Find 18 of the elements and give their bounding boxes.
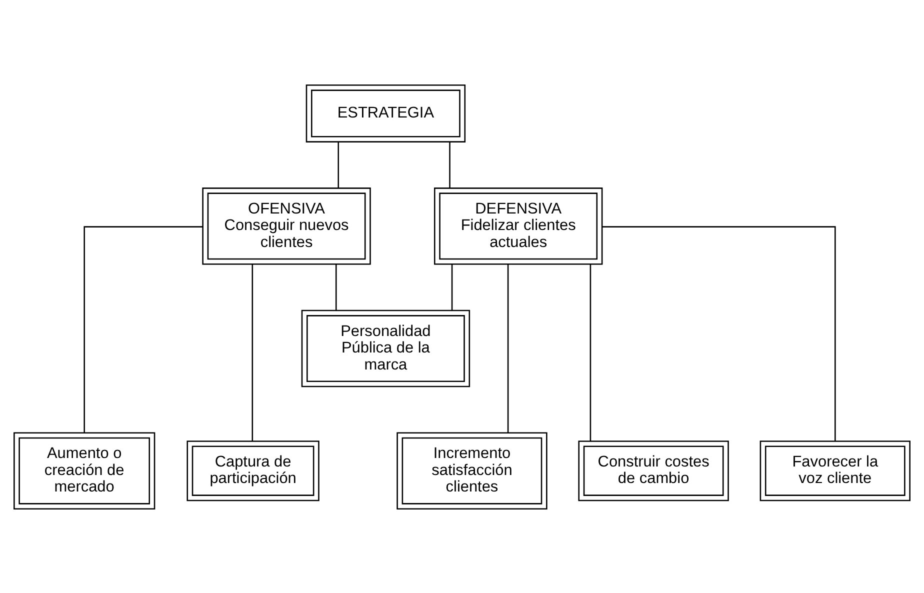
- node-box: Favorecer la voz cliente: [760, 440, 910, 501]
- node-box: Captura de participación: [186, 440, 320, 501]
- node-box: DEFENSIVA Fidelizar clientes actuales: [434, 187, 603, 264]
- connector: [252, 264, 254, 440]
- connector: [602, 226, 836, 440]
- node-box: Construir costes de cambio: [578, 440, 729, 501]
- connector: [338, 141, 340, 188]
- node-box: OFENSIVA Conseguir nuevos clientes: [202, 187, 371, 264]
- connector: [449, 141, 450, 188]
- connector: [84, 226, 203, 432]
- connector: [507, 264, 509, 432]
- node-box: Personalidad Pública de la marca: [301, 309, 470, 387]
- node-box: Aumento o creación de mercado: [14, 432, 156, 509]
- node-box: ESTRATEGIA: [306, 84, 466, 142]
- connector: [335, 264, 337, 310]
- connector: [451, 264, 453, 310]
- connector: [590, 264, 592, 440]
- node-box: Incremento satisfacción clientes: [396, 432, 548, 509]
